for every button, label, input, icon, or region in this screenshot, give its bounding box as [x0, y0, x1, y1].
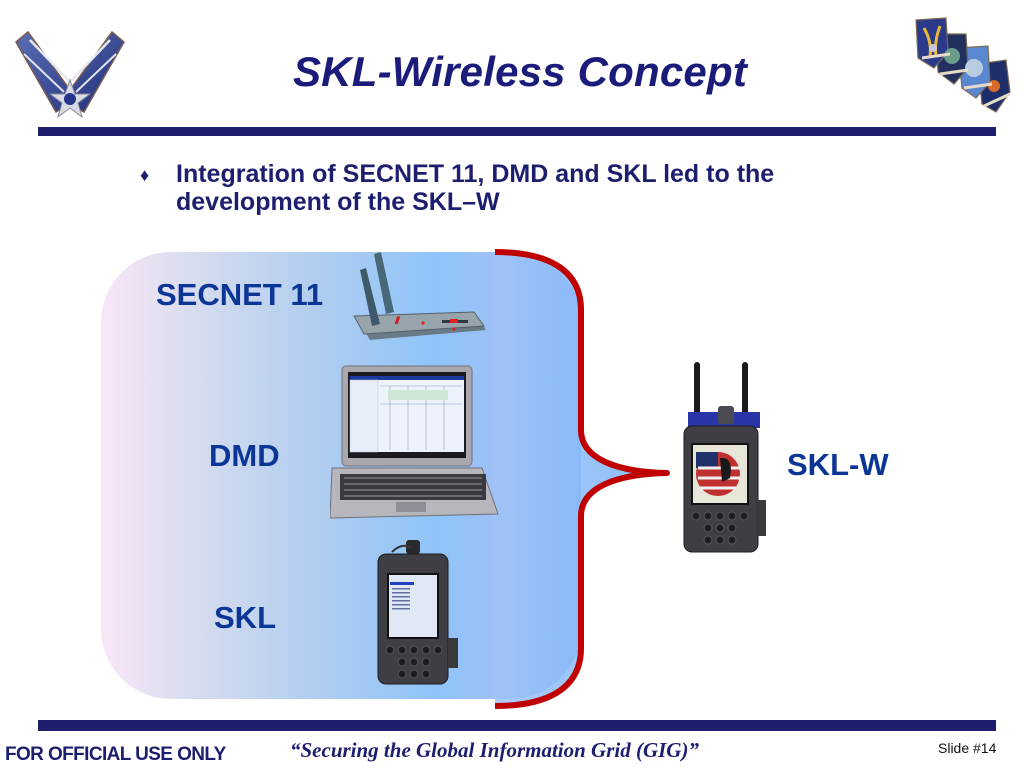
- slide-number: Slide #14: [938, 740, 997, 756]
- command-shields-icon: [915, 17, 1011, 113]
- classification-label: FOR OFFICIAL USE ONLY: [5, 744, 226, 765]
- skl-handheld-icon: [377, 540, 458, 685]
- dmd-label: DMD: [209, 438, 280, 473]
- command-shields-logo: [910, 12, 1020, 120]
- air-force-logo: [12, 20, 128, 124]
- skl-label: SKL: [214, 600, 276, 635]
- secnet11-label: SECNET 11: [156, 277, 324, 312]
- page-title: SKL-Wireless Concept: [292, 48, 748, 95]
- skl-w-label: SKL-W: [787, 447, 889, 482]
- curly-brace-icon: [494, 249, 670, 709]
- footer-divider: [38, 720, 996, 731]
- bullet-text: Integration of SECNET 11, DMD and SKL le…: [176, 160, 775, 216]
- bullet-item: ♦ Integration of SECNET 11, DMD and SKL …: [140, 160, 860, 216]
- skl-w-device-icon: [683, 362, 766, 553]
- secnet11-device-icon: [353, 252, 486, 340]
- footer-motto: “Securing the Global Information Grid (G…: [290, 738, 699, 762]
- laptop-icon: [330, 365, 499, 519]
- diamond-bullet-icon: ♦: [140, 165, 150, 185]
- header-divider: [38, 127, 996, 136]
- air-force-symbol-icon: [15, 30, 125, 119]
